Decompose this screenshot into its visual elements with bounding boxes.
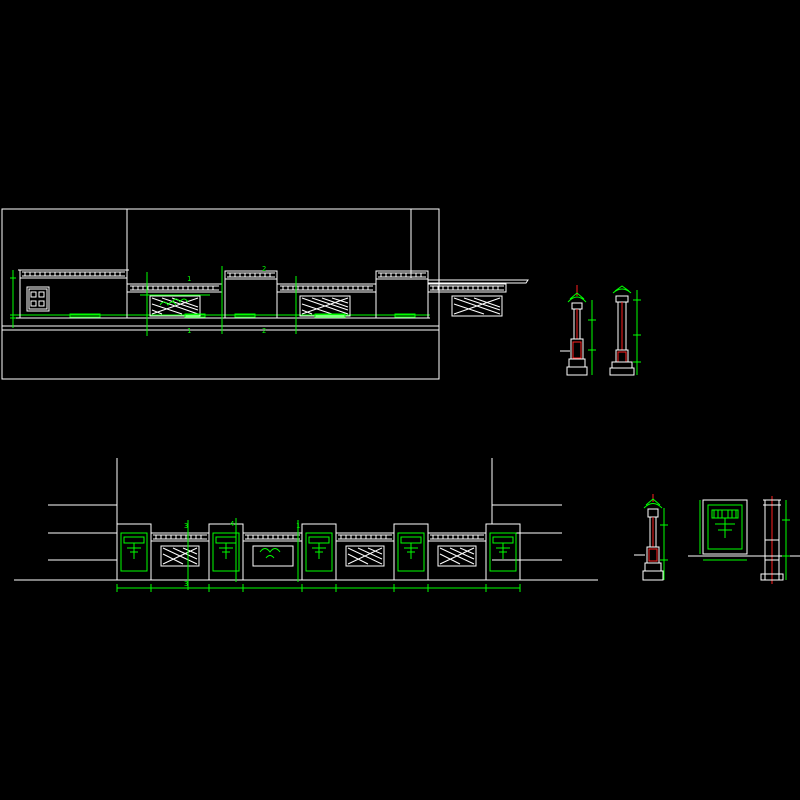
section-mark-1-top: 1 (187, 275, 191, 283)
signboard (26, 286, 50, 312)
pillar-1 (116, 523, 152, 581)
elevation-1-dimensions: 1 2 1 2 (10, 265, 416, 336)
elevation-2-dimensions: 3 4 1 3 (116, 518, 521, 592)
elevation-1-frame (1, 208, 440, 380)
pillar-2 (208, 523, 244, 581)
pillar-3 (301, 523, 337, 581)
section-mark-4-top: 4 (230, 520, 234, 528)
wall-segment-1 (18, 269, 129, 319)
lamp-post-detail (634, 494, 668, 581)
section-mark-1-mid: 1 (296, 522, 300, 530)
wall-panel-1 (150, 532, 210, 581)
elevation-view-2: 3 4 1 3 (14, 458, 598, 592)
wall-panel-2 (242, 532, 303, 581)
wall-segment-3 (224, 270, 278, 319)
lamp-post-elevation-a (560, 285, 596, 376)
lamp-post-elevation-b (609, 285, 641, 376)
section-mark-3-top: 3 (184, 522, 188, 530)
wall-segment-5 (375, 270, 429, 319)
pillar-5 (485, 523, 521, 581)
wall-panel-3 (335, 532, 395, 581)
section-mark-3-bottom: 3 (184, 580, 188, 588)
pillar-detail-section (752, 496, 800, 584)
section-mark-1-bottom: 1 (187, 327, 191, 335)
elevation-view-1: 1 2 1 2 (1, 208, 529, 380)
pillar-detail-elevation (688, 499, 762, 561)
wall-segment-6 (427, 279, 529, 317)
section-mark-2-bottom: 2 (262, 327, 266, 335)
section-mark-2-top: 2 (262, 265, 266, 273)
wall-panel-4 (427, 532, 487, 581)
wall-segment-4 (276, 283, 377, 319)
pillar-4 (393, 523, 429, 581)
wall-segment-2 (126, 283, 223, 319)
